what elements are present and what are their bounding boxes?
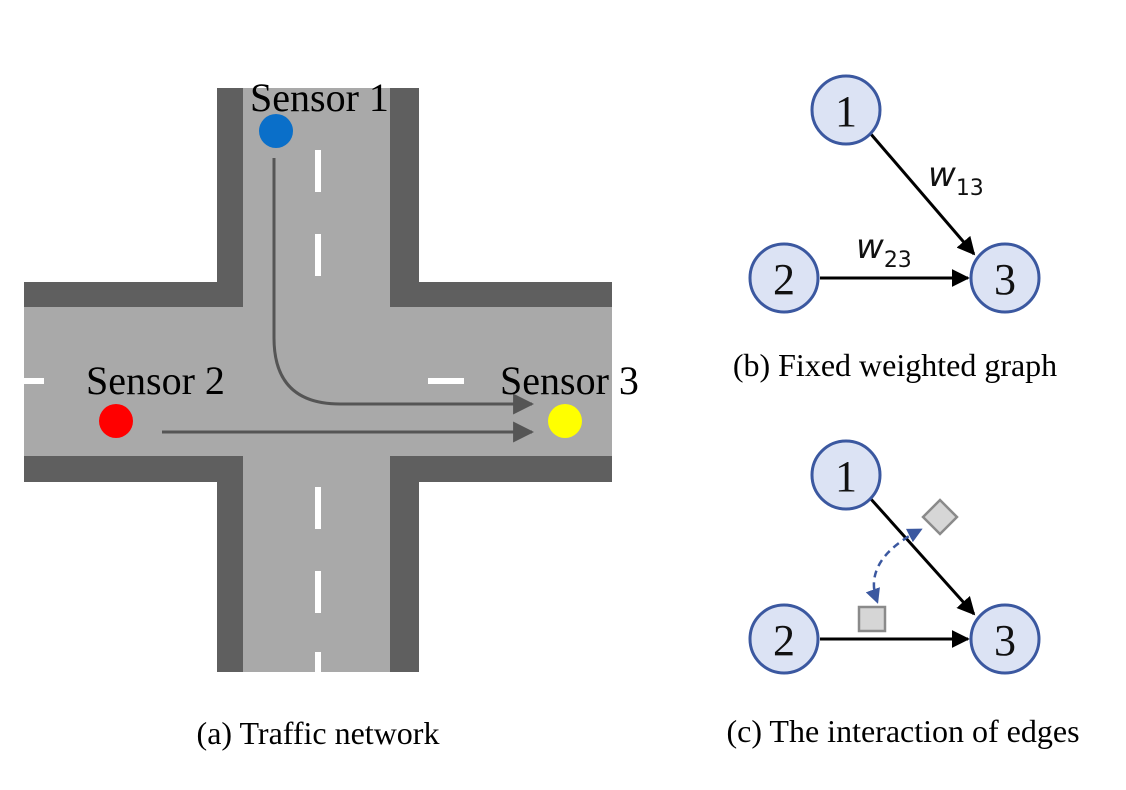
graph-b-node-1: 1 <box>810 74 882 146</box>
graph-c-node-3: 3 <box>969 603 1041 675</box>
svg-text:3: 3 <box>994 616 1016 665</box>
sensor-3-label: Sensor 3 <box>500 358 639 403</box>
caption-c: (c) The interaction of edges <box>726 713 1079 749</box>
caption-b: (b) Fixed weighted graph <box>733 347 1057 383</box>
horizontal-lane-markings <box>24 378 464 384</box>
sensor-3-dot <box>548 404 582 438</box>
svg-text:3: 3 <box>994 255 1016 304</box>
caption-a: (a) Traffic network <box>197 715 440 751</box>
sensor-1-dot <box>259 114 293 148</box>
edge-1-3-diamond-marker <box>921 498 959 536</box>
graph-b-node-3: 3 <box>969 242 1041 314</box>
svg-text:1: 1 <box>835 452 857 501</box>
interaction-dashed-arrow <box>865 528 923 604</box>
svg-text:1: 1 <box>835 87 857 136</box>
edge-interaction-panel: 1 2 3 (c) The interaction of edges <box>726 439 1080 749</box>
fixed-weighted-graph-panel: w13 w23 1 2 3 (b) Fixed weighted graph <box>733 74 1057 383</box>
edge-1-to-3 <box>868 132 976 256</box>
svg-text:2: 2 <box>773 255 795 304</box>
weight-w23-label: w23 <box>856 227 912 273</box>
graph-c-node-2: 2 <box>748 603 820 675</box>
traffic-network-panel: Sensor 1 Sensor 2 Sensor 3 (a) Traffic n… <box>24 75 639 751</box>
sensor-2-label: Sensor 2 <box>86 358 225 403</box>
vertical-lane-markings <box>315 150 321 672</box>
edge-2-3-square-marker <box>857 605 887 633</box>
graph-b-node-2: 2 <box>748 242 820 314</box>
weight-w13-label: w13 <box>928 155 984 201</box>
sensor-1-label: Sensor 1 <box>250 75 389 120</box>
graph-c-node-1: 1 <box>810 439 882 511</box>
sensor-2-dot <box>99 404 133 438</box>
svg-text:2: 2 <box>773 616 795 665</box>
flow-arrow-sensor1-to-sensor3 <box>272 158 535 415</box>
